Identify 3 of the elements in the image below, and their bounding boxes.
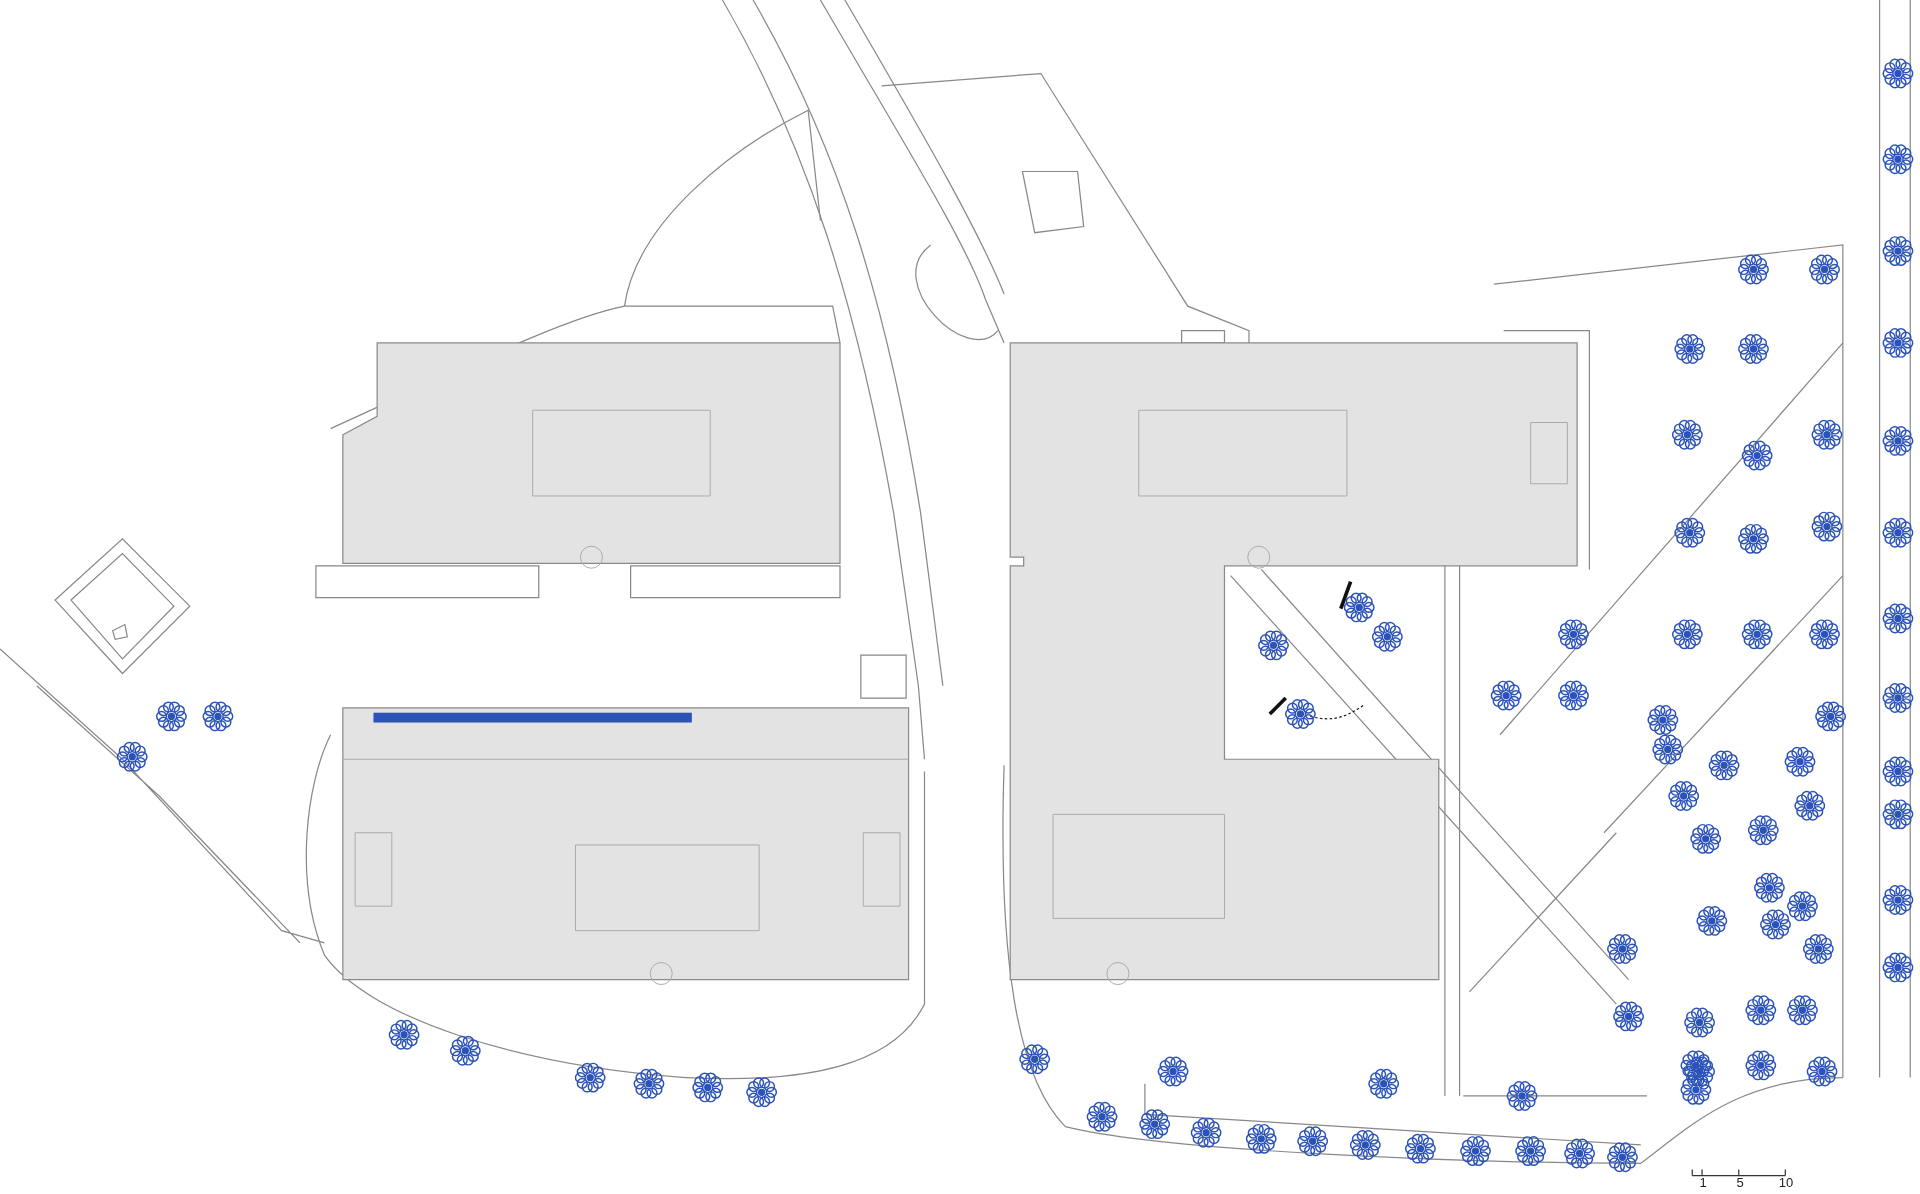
scale-label: 5 bbox=[1736, 1176, 1744, 1189]
scale-label: 1 bbox=[1699, 1176, 1707, 1189]
scale-label: 10 bbox=[1778, 1176, 1794, 1189]
